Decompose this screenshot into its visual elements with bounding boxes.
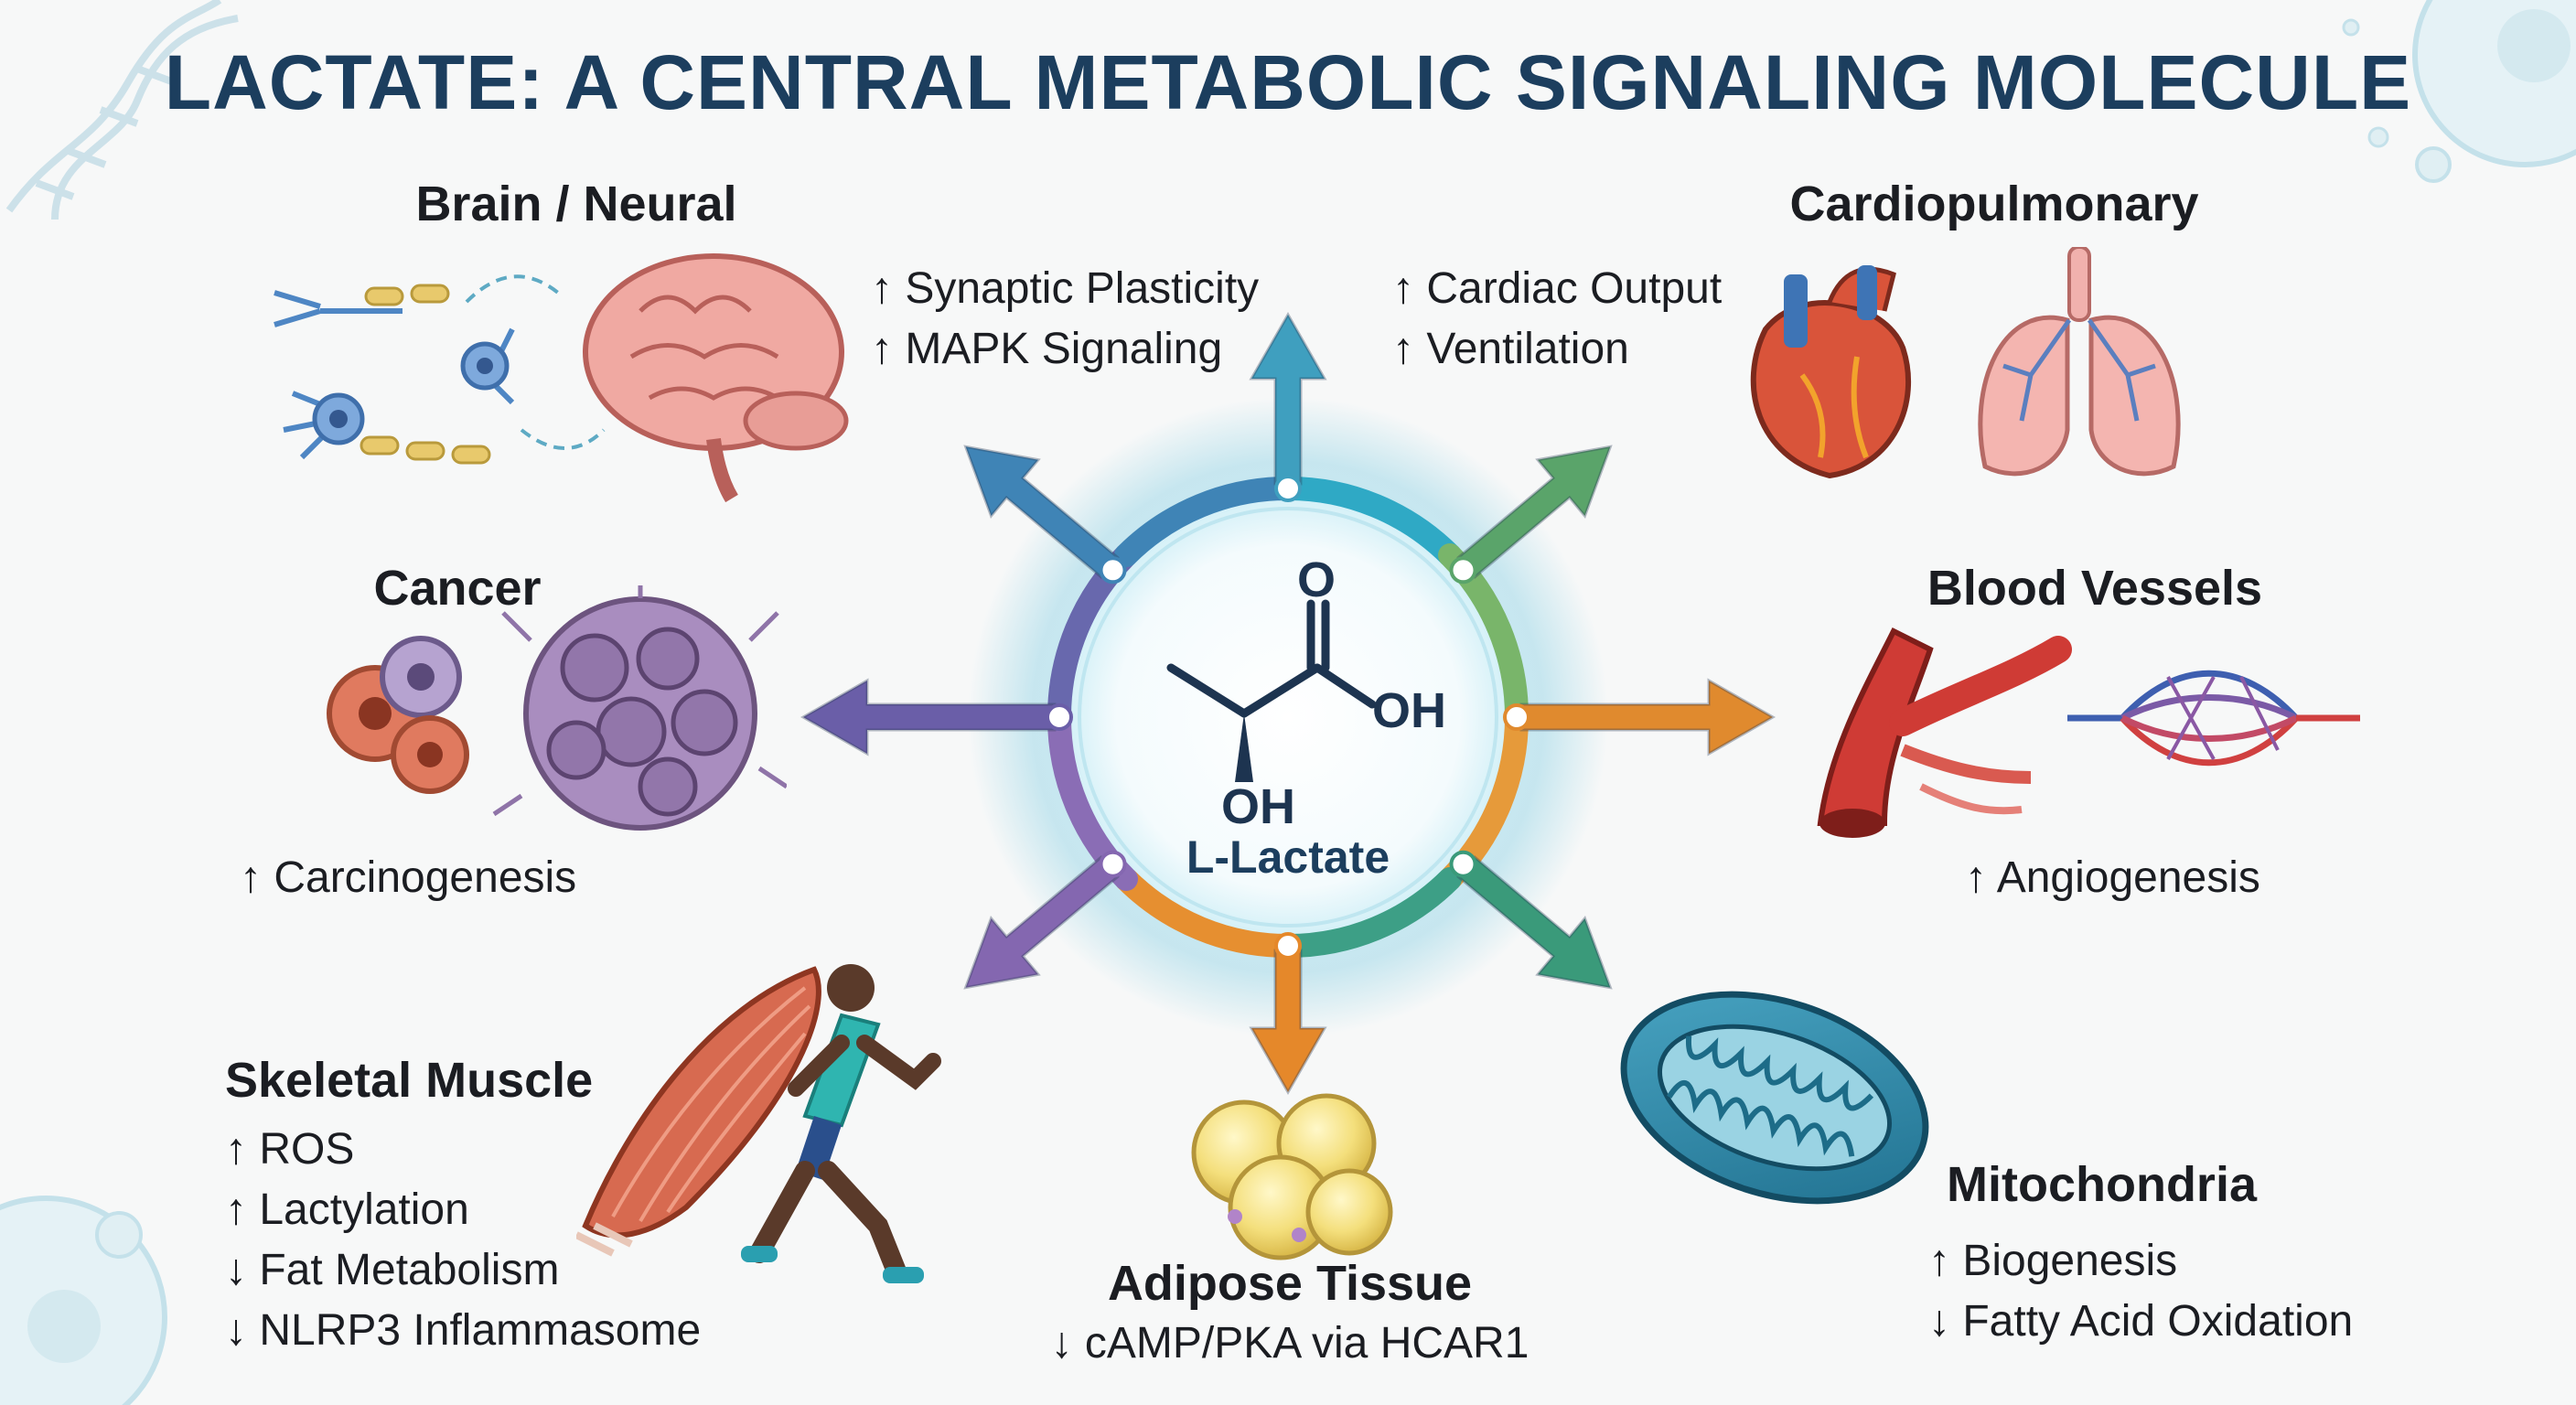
effect-item: ↑ Angiogenesis	[1965, 853, 2260, 902]
muscle-effects: ↑ ROS ↑ Lactylation ↓ Fat Metabolism ↓ N…	[225, 1120, 701, 1361]
muscle-heading: Skeletal Muscle	[225, 1053, 594, 1108]
center-inner-ring	[1078, 507, 1498, 928]
cardio-effects: ↑ Cardiac Output ↑ Ventilation	[1392, 259, 1722, 380]
ring-node	[1503, 703, 1530, 731]
muscle-fiber-icon	[576, 966, 821, 1257]
effect-item: ↓ Fatty Acid Oxidation	[1928, 1297, 2354, 1346]
effect-item: ↓ NLRP3 Inflammasome	[225, 1306, 702, 1355]
effect-item: ↑ Biogenesis	[1928, 1237, 2178, 1285]
cell-cluster-icon	[0, 1196, 167, 1405]
ring-node	[1099, 850, 1127, 878]
adipose-illustration	[1191, 1093, 1393, 1260]
arrow-to-mito	[1456, 855, 1613, 990]
brain-effects: ↑ Synaptic Plasticity ↑ MAPK Signaling	[871, 259, 1259, 380]
brain-icon	[583, 253, 849, 503]
cell-cluster-icon	[2342, 0, 2576, 183]
muscle-illustration	[576, 964, 941, 1283]
cardio-heading: Cardiopulmonary	[1789, 177, 2199, 231]
effect-item: ↑ MAPK Signaling	[871, 325, 1223, 373]
mitochondria-illustration	[1620, 991, 1929, 1205]
vessels-effects: ↑ Angiogenesis	[1965, 848, 2260, 908]
effect-item: ↓ cAMP/PKA via HCAR1	[1050, 1319, 1530, 1367]
mitochondria-icon	[1620, 991, 1929, 1205]
axon-icon	[360, 284, 491, 465]
lactate-structure-icon: O OH OH	[1166, 552, 1446, 834]
adipose-effects: ↓ cAMP/PKA via HCAR1	[1006, 1314, 1573, 1374]
carbonyl-oxygen-label: O	[1297, 552, 1336, 607]
vessels-illustration	[1817, 627, 2360, 838]
fat-cell-icon	[1191, 1093, 1393, 1260]
effect-item: ↑ Lactylation	[225, 1185, 469, 1234]
lungs-icon	[1978, 247, 2181, 477]
runner-icon	[741, 964, 941, 1283]
page-title: LACTATE: A CENTRAL METABOLIC SIGNALING M…	[164, 39, 2412, 125]
tumor-icon	[492, 585, 787, 831]
brain-neurons-illustration	[274, 253, 849, 503]
neuron-icon	[312, 341, 510, 445]
capillary-bed-icon	[2067, 670, 2360, 767]
ring-node	[1274, 475, 1302, 502]
mito-effects: ↑ Biogenesis ↓ Fatty Acid Oxidation	[1928, 1231, 2353, 1352]
alpha-hydroxyl-label: OH	[1221, 779, 1295, 834]
effect-item: ↑ ROS	[225, 1125, 355, 1174]
acid-hydroxyl-label: OH	[1372, 683, 1446, 738]
arrow-to-brain	[963, 445, 1120, 579]
effect-item: ↓ Fat Metabolism	[225, 1246, 560, 1294]
cardio-illustration	[1750, 247, 2181, 479]
vessels-heading: Blood Vessels	[1927, 561, 2263, 616]
adipose-heading: Adipose Tissue	[1107, 1256, 1473, 1311]
effect-item: ↑ Ventilation	[1392, 325, 1629, 373]
arrow-to-vessels	[1519, 678, 1776, 756]
ring-node	[1449, 556, 1477, 585]
effect-item: ↑ Synaptic Plasticity	[871, 264, 1260, 313]
cancer-heading: Cancer	[373, 561, 542, 616]
effect-item: ↑ Cardiac Output	[1392, 264, 1723, 313]
mito-heading: Mitochondria	[1947, 1157, 2257, 1212]
arrow-to-muscle	[963, 855, 1120, 990]
cancer-cell-icon	[327, 636, 469, 794]
ring-node	[1274, 932, 1302, 960]
ring-node	[1099, 556, 1127, 585]
dna-helix-icon	[5, 0, 239, 220]
arrow-to-cancer	[800, 678, 1057, 756]
artery-icon	[1817, 627, 2072, 838]
brain-heading: Brain / Neural	[415, 177, 737, 231]
arrow-to-cardio	[1456, 445, 1613, 579]
cancer-illustration	[327, 585, 787, 831]
cancer-effects: ↑ Carcinogenesis	[240, 848, 576, 908]
ring-node	[1046, 703, 1073, 731]
effect-item: ↑ Carcinogenesis	[240, 853, 577, 902]
center-disc	[1059, 488, 1517, 946]
center-label: L-Lactate	[1186, 831, 1390, 883]
arrow-to-synaptic	[1249, 311, 1327, 486]
heart-icon	[1750, 265, 1912, 479]
arrow-to-adipose	[1249, 949, 1327, 1096]
ring-node	[1449, 850, 1477, 878]
